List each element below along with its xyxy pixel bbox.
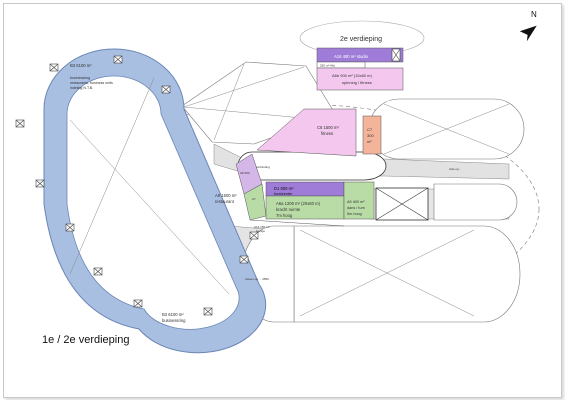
north-arrow: N <box>512 10 546 46</box>
floor-plan-page: 2e verdieping A16 480 m² studio 250 m² A… <box>3 3 562 398</box>
b3-top-desc-3: indeling N.T.B. <box>70 86 93 90</box>
a5-label-2: dans / turn <box>347 206 365 210</box>
d1-label-1: D1 500 m² <box>274 186 294 191</box>
floor-plan-drawing: 2e verdieping A16 480 m² studio 250 m² A… <box>15 20 540 354</box>
a14-label: A14 150 m² <box>254 225 270 229</box>
a9-label-1: A9 1500 m² <box>215 193 237 198</box>
a6a-label-1: A6a 1200 m² (20x60 m) <box>276 201 321 206</box>
a5-label-1: A5 400 m² <box>347 200 365 204</box>
c6-fitness-zone <box>256 108 357 157</box>
a5-label-3: 5m hoog <box>347 212 362 216</box>
floor-caption: 1e / 2e verdieping <box>42 334 130 346</box>
a6c-label: 250 m² A6c <box>320 64 336 68</box>
c7-label-1: C7 <box>367 127 373 132</box>
b3-business-ring <box>43 48 267 354</box>
b3-bottom-label-2: businessring <box>162 318 186 323</box>
right-note: vide op... <box>449 167 461 171</box>
compass-arrow-icon <box>519 25 537 42</box>
a16-window-marker <box>391 48 401 62</box>
c6-label-2: fitness <box>321 131 333 136</box>
a6b-fitness-zone <box>316 67 404 91</box>
b3-top-desc-2: restaurants, business units <box>70 81 113 85</box>
d1-label-2: bowlcenter <box>274 192 293 196</box>
a6a-label-2: kracht ruimte <box>276 207 301 212</box>
a6b-label-2: spinning / fitness <box>342 80 372 85</box>
lower-right-oval <box>293 225 521 323</box>
connect-label: verbinding <box>256 165 270 169</box>
a6b-label-1: A6b 900 m² (15x60 m) <box>332 73 372 78</box>
a5-dans-zone <box>343 181 375 220</box>
c6-label-1: C6 1500 m² <box>317 125 339 130</box>
a8-label: A8 250 <box>240 171 250 175</box>
c7-zone <box>362 115 382 155</box>
c7-label-2: 300 <box>367 133 374 138</box>
a7-label: A7 <box>252 197 256 201</box>
b3-top-label: B3 6100 m² <box>70 63 92 68</box>
a14b-label: lounge <box>256 229 265 233</box>
ring-window-markers <box>15 55 259 316</box>
right-oval-mid <box>433 183 518 221</box>
b3-bottom-label-1: B3 6100 m² <box>162 312 184 317</box>
b3-top-desc-1: businessring <box>70 76 90 80</box>
a9-label-2: restaurant <box>215 199 235 204</box>
north-label: N <box>531 10 537 19</box>
a16-label: A16 480 m² studio <box>334 54 369 59</box>
a7-small-zone <box>243 183 267 221</box>
lower-divider <box>249 219 345 227</box>
floor2-title: 2e verdieping <box>340 36 382 43</box>
central-void-pill <box>237 151 387 181</box>
a6a-label-3: 7m hoog <box>276 213 293 218</box>
right-oval-top <box>368 98 525 160</box>
c7-label-3: m² <box>367 139 372 144</box>
bottom-note: tussen op ... 4500 <box>245 277 269 281</box>
right-box-cross <box>375 187 429 221</box>
